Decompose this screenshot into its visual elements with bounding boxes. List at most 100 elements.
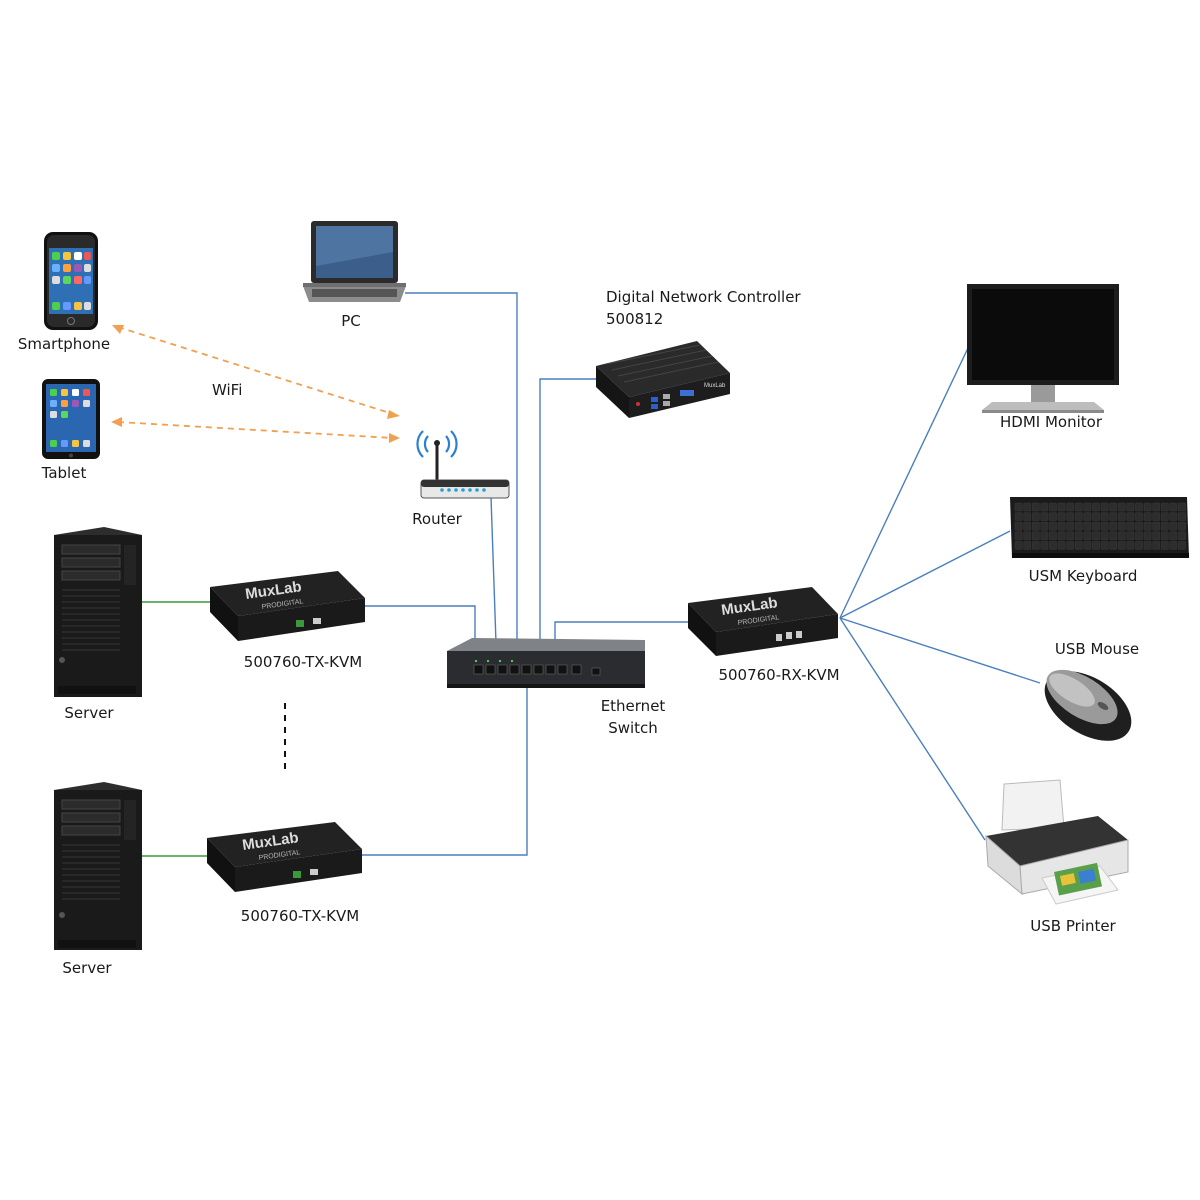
keyboard-key (1083, 521, 1092, 531)
label-keyboard: USM Keyboard (1028, 567, 1138, 585)
rx-to-monitor-link (839, 347, 969, 619)
keyboard-key (1092, 502, 1100, 512)
keyboard-key (1169, 541, 1178, 550)
keyboard-key (1109, 521, 1118, 531)
label-mouse: USB Mouse (1054, 640, 1140, 658)
keyboard-key (1100, 541, 1109, 550)
keyboard-key (1066, 512, 1075, 521)
keyboard-key (1040, 541, 1049, 550)
controller-to-switch-link (539, 378, 596, 672)
keyboard-key (1023, 521, 1032, 531)
keyboard-key (1117, 502, 1126, 512)
tablet-wifi-link (117, 421, 394, 439)
keyboard-key (1066, 541, 1075, 550)
keyboard-key (1092, 521, 1100, 531)
keyboard-key (1074, 502, 1083, 512)
keyboard-key (1057, 541, 1066, 550)
keyboard-key (1169, 502, 1178, 512)
keyboard-key (1160, 512, 1169, 521)
keyboard-key (1083, 541, 1092, 550)
laptop-icon (303, 221, 406, 302)
keyboard-key (1117, 512, 1126, 521)
keyboard-key (1117, 521, 1126, 531)
keyboard-key (1057, 502, 1066, 512)
label-hdmi-monitor: HDMI Monitor (1000, 413, 1102, 431)
keyboard-key (1160, 502, 1169, 512)
keyboard-key (1057, 531, 1066, 541)
tablet-icon (42, 379, 100, 459)
label-controller-name: Digital Network Controller (606, 288, 801, 306)
keyboard-key (1178, 512, 1186, 521)
label-tx-top: 500760-TX-KVM (243, 653, 363, 671)
keyboard-key (1143, 512, 1152, 521)
label-switch-line2: Switch (608, 719, 658, 737)
keyboard-key (1083, 531, 1092, 541)
keyboard-key (1152, 512, 1161, 521)
keyboard-key (1109, 531, 1118, 541)
keyboard-key (1049, 521, 1057, 531)
keyboard-key (1178, 541, 1186, 550)
keyboard-key (1023, 512, 1032, 521)
keyboard-key (1135, 502, 1143, 512)
tx-bottom-to-switch-link (362, 684, 528, 856)
keyboard-key (1049, 512, 1057, 521)
keyboard-key (1152, 531, 1161, 541)
keyboard-key (1092, 512, 1100, 521)
wifi-arrowhead-tablet (111, 417, 122, 427)
label-server-bottom: Server (62, 959, 112, 977)
keyboard-key (1049, 502, 1057, 512)
wifi-arrowhead-router-a (387, 410, 400, 419)
ethernet-links (362, 292, 1041, 856)
keyboard-key (1152, 541, 1161, 550)
keyboard-key (1014, 531, 1023, 541)
keyboard-key (1135, 531, 1143, 541)
keyboard-key (1117, 531, 1126, 541)
keyboard-key (1066, 531, 1075, 541)
pc-to-switch-link (405, 292, 518, 672)
smartphone-wifi-link (117, 326, 394, 415)
label-tx-bottom: 500760-TX-KVM (240, 907, 360, 925)
ethernet-switch-icon (447, 638, 645, 688)
label-wifi: WiFi (212, 381, 243, 399)
wifi-arrowhead-phone (112, 325, 124, 334)
keyboard-key (1152, 502, 1161, 512)
keyboard-key (1074, 531, 1083, 541)
label-router: Router (412, 510, 462, 528)
keyboard-key (1023, 541, 1032, 550)
keyboard-key (1126, 512, 1135, 521)
server-tower-icon-top (54, 527, 142, 697)
label-pc: PC (341, 312, 361, 330)
keyboard-key (1014, 512, 1023, 521)
keyboard-key (1126, 502, 1135, 512)
usb-printer-icon (985, 779, 1129, 905)
keyboard-key (1031, 541, 1040, 550)
keyboard-key (1160, 541, 1169, 550)
keyboard-key (1135, 521, 1143, 531)
rx-to-keyboard-link (839, 530, 1011, 619)
keyboard-key (1178, 502, 1186, 512)
keyboard-key (1109, 502, 1118, 512)
tx-extender-icon-top: MuxLab PRODIGITAL (210, 571, 365, 641)
keyboard-key (1074, 512, 1083, 521)
keyboard-key (1023, 502, 1032, 512)
keyboard-key (1160, 521, 1169, 531)
keyboard-key (1169, 521, 1178, 531)
usb-mouse-icon (1044, 669, 1132, 741)
keyboard-key (1031, 521, 1040, 531)
keyboard-key (1023, 531, 1032, 541)
rx-to-mouse-link (839, 617, 1041, 684)
keyboard-key (1100, 512, 1109, 521)
keyboard-key (1143, 521, 1152, 531)
keyboard-key (1143, 531, 1152, 541)
keyboard-key (1074, 541, 1083, 550)
keyboard-key (1014, 502, 1023, 512)
label-rx: 500760-RX-KVM (718, 666, 840, 684)
router-icon (416, 430, 510, 499)
keyboard-key (1178, 521, 1186, 531)
keyboard-key (1014, 521, 1023, 531)
keyboard-key (1049, 541, 1057, 550)
keyboard-key (1100, 531, 1109, 541)
wifi-arrowhead-router-b (389, 433, 400, 443)
server-tower-icon-bottom (54, 782, 142, 950)
